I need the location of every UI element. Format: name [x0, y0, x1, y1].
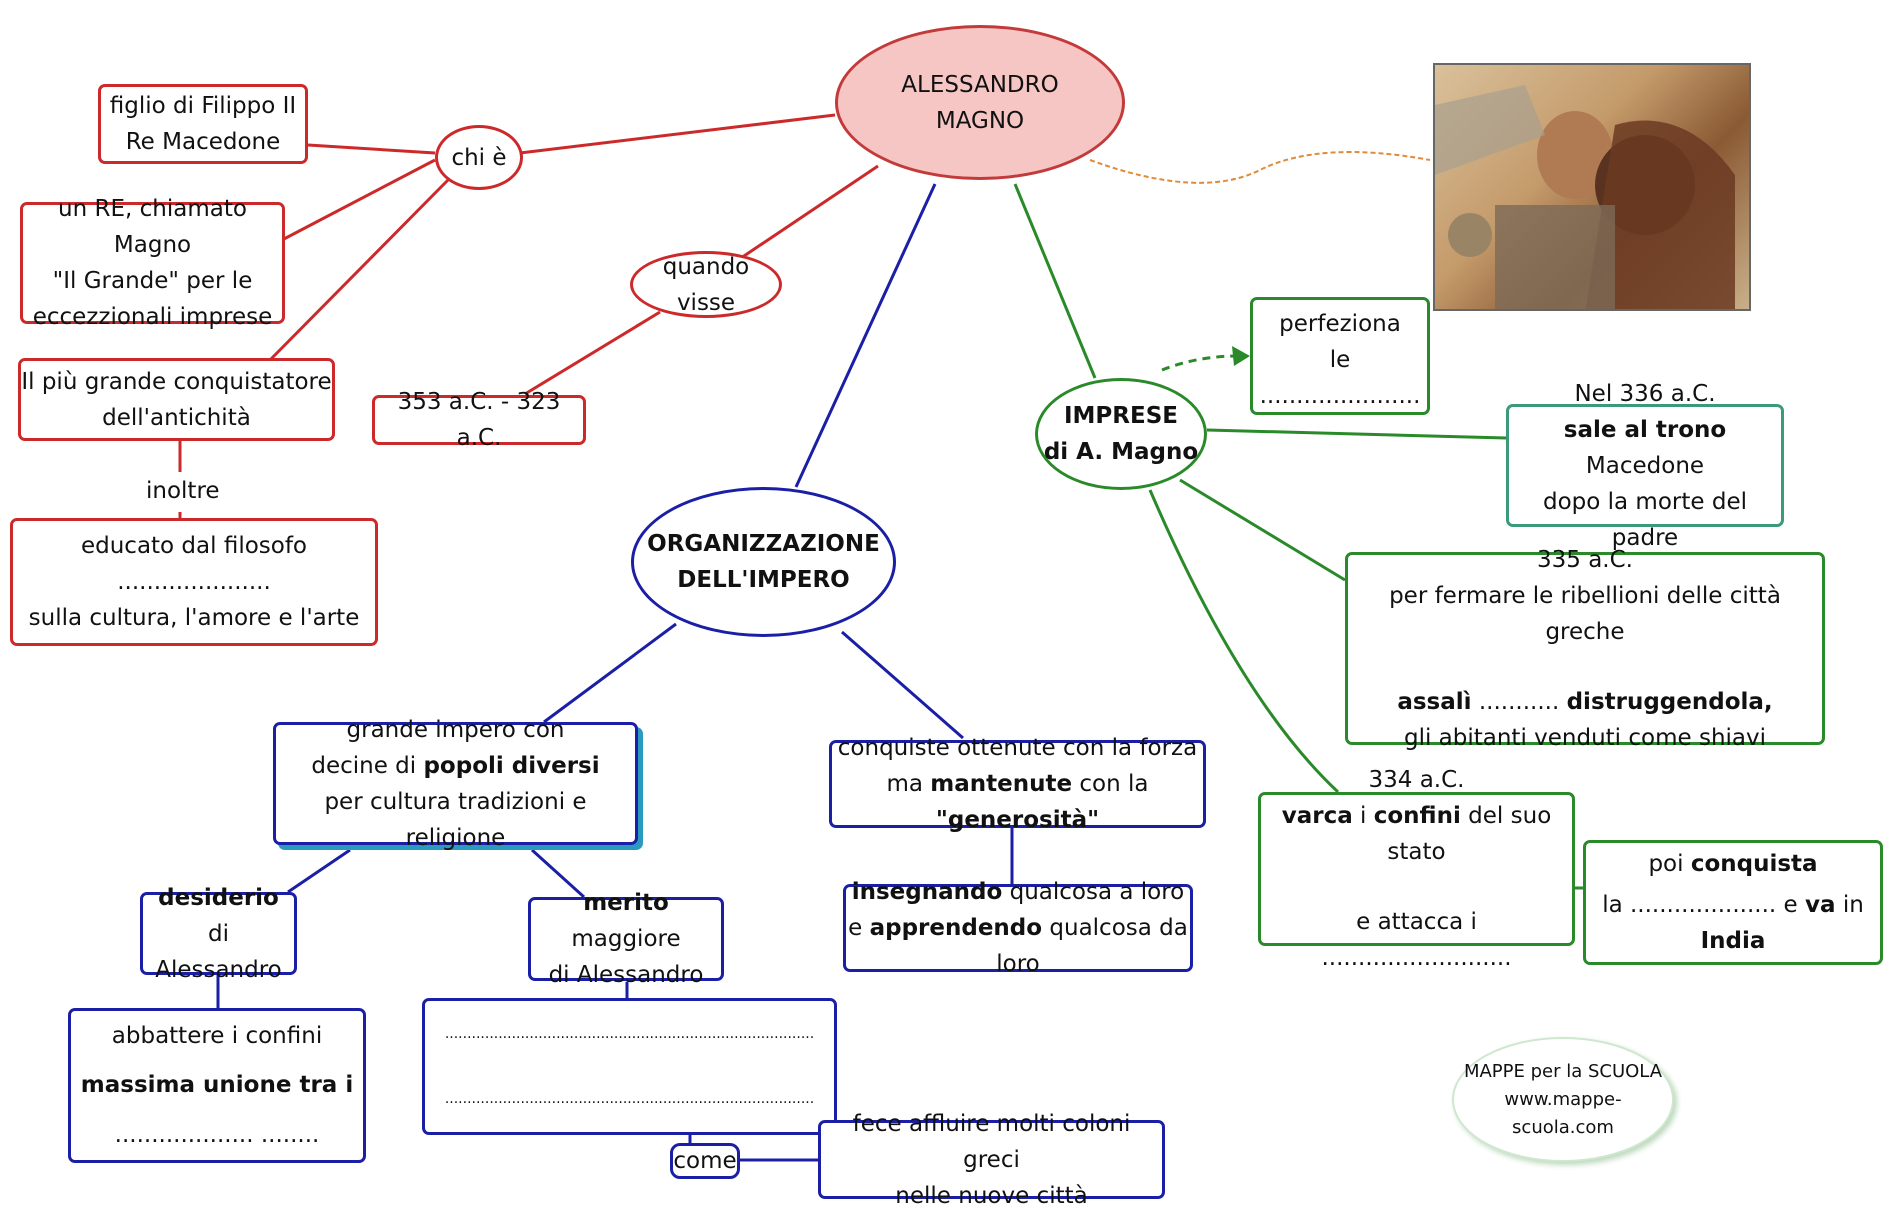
- conqueror-line2: dell'antichità: [102, 404, 251, 431]
- king-line3: eccezzionali imprese: [32, 304, 273, 330]
- footer-line2: www.mappe-scuola.com: [1504, 1088, 1622, 1138]
- organization-node[interactable]: ORGANIZZAZIONE DELL'IMPERO: [631, 487, 896, 637]
- who-node[interactable]: chi è: [435, 125, 523, 190]
- feats-node[interactable]: IMPRESE di A. Magno: [1035, 378, 1207, 490]
- year335-line3: assalì ........... distruggendola,: [1397, 688, 1773, 715]
- educated-line1: educato dal filosofo ...................…: [80, 533, 308, 595]
- organization-title-line2: DELL'IMPERO: [677, 567, 850, 593]
- empire-line3: per cultura tradizioni e religione: [324, 788, 587, 851]
- year334-line1: 334 a.C.: [1368, 767, 1465, 793]
- year335-line1: 335 a.C.: [1537, 546, 1633, 573]
- king-line1: un RE, chiamato Magno: [58, 196, 247, 258]
- desire-line1: desiderio: [158, 884, 279, 911]
- perfects-box[interactable]: perfeziona le ......................: [1250, 297, 1430, 415]
- father-box[interactable]: figlio di Filippo II Re Macedone: [98, 84, 308, 164]
- empire-box[interactable]: grande impero con decine di popoli diver…: [273, 717, 638, 851]
- center-title-line1: ALESSANDRO: [901, 71, 1059, 98]
- how-node[interactable]: come: [670, 1143, 740, 1179]
- year334-box[interactable]: 334 a.C. varca i confini del suo stato e…: [1258, 767, 1575, 971]
- teaching-line2: e apprendendo qualcosa da loro: [848, 915, 1188, 977]
- educated-line2: sulla cultura, l'amore e l'arte: [28, 605, 360, 631]
- year336-box[interactable]: Nel 336 a.C. sale al trono Macedone dopo…: [1506, 381, 1784, 551]
- year335-line4: gli abitanti venduti come shiavi: [1403, 724, 1767, 751]
- year336-line2: sale al trono Macedone: [1563, 416, 1727, 479]
- father-line2: Re Macedone: [125, 129, 281, 155]
- year336-line1: Nel 336 a.C.: [1574, 380, 1716, 407]
- dotted-answer-box[interactable]: ........................................…: [422, 998, 837, 1135]
- who-label: chi è: [451, 144, 507, 171]
- when-node[interactable]: quando visse: [630, 251, 782, 318]
- colonists-box[interactable]: fece affluire molti coloni greci nelle n…: [818, 1111, 1165, 1209]
- colonists-line2: nelle nuove città: [895, 1182, 1088, 1209]
- desire-line2: di Alessandro: [155, 920, 282, 983]
- footer-badge[interactable]: MAPPE per la SCUOLA www.mappe-scuola.com: [1452, 1037, 1674, 1162]
- king-box[interactable]: un RE, chiamato Magno "Il Grande" per le…: [20, 196, 285, 330]
- conquests-line2: ma mantenute con la "generosità": [886, 771, 1149, 833]
- year334-line2: varca i confini del suo stato: [1281, 803, 1552, 865]
- feats-title-line1: IMPRESE: [1063, 403, 1178, 429]
- dotted-line2: ........................................…: [444, 1091, 815, 1108]
- conqueror-line1: Il più grande conquistatore: [21, 368, 332, 395]
- then-line2: la .................... e va in India: [1602, 892, 1864, 955]
- how-label: come: [673, 1148, 737, 1174]
- desire-box[interactable]: desiderio di Alessandro: [140, 885, 297, 983]
- empire-line2: decine di popoli diversi: [311, 752, 600, 779]
- when-label: quando visse: [662, 253, 750, 316]
- year334-line3: e attacca i ..........................: [1321, 909, 1512, 971]
- conquests-box[interactable]: conquiste ottenute con la forza ma mante…: [829, 735, 1206, 833]
- year335-box[interactable]: 335 a.C. per fermare le ribellioni delle…: [1345, 547, 1825, 751]
- break-borders-box[interactable]: abbattere i confini massima unione tra i…: [68, 1008, 366, 1163]
- footer-line1: MAPPE per la SCUOLA: [1463, 1060, 1663, 1082]
- mosaic-shapes: [1435, 85, 1735, 309]
- alexander-mosaic-image: [1433, 63, 1751, 311]
- dotted-line1: ........................................…: [444, 1025, 815, 1042]
- dates-text: 353 a.C. - 323 a.C.: [397, 389, 561, 451]
- break-line2: massima unione tra i: [80, 1072, 354, 1099]
- merit-box[interactable]: merito maggiore di Alessandro: [528, 890, 724, 988]
- conquests-line1: conquiste ottenute con la forza: [837, 735, 1198, 761]
- center-node[interactable]: ALESSANDRO MAGNO: [835, 25, 1125, 180]
- perfects-line1: perfeziona: [1279, 311, 1401, 337]
- teaching-line1: insegnando qualcosa a loro: [851, 879, 1185, 905]
- king-line2: "Il Grande" per le: [52, 268, 253, 294]
- break-line3: ................... ........: [114, 1122, 320, 1149]
- dates-box[interactable]: 353 a.C. - 323 a.C.: [372, 389, 586, 451]
- year336-line3: dopo la morte del padre: [1542, 488, 1747, 551]
- center-title-line2: MAGNO: [935, 107, 1025, 134]
- educated-box[interactable]: educato dal filosofo ...................…: [10, 518, 378, 646]
- father-line1: figlio di Filippo II: [109, 93, 297, 119]
- merit-line1: merito maggiore: [571, 890, 681, 952]
- conqueror-box[interactable]: Il più grande conquistatore dell'antichi…: [18, 358, 335, 441]
- teaching-box[interactable]: insegnando qualcosa a loro e apprendendo…: [843, 879, 1193, 977]
- merit-line2: di Alessandro: [548, 962, 704, 988]
- colonists-line1: fece affluire molti coloni greci: [852, 1110, 1131, 1173]
- empire-line1: grande impero con: [346, 716, 565, 743]
- then-box[interactable]: poi conquista la .................... e …: [1583, 840, 1883, 965]
- feats-title-line2: di A. Magno: [1043, 439, 1199, 465]
- year335-line2: per fermare le ribellioni delle città gr…: [1389, 582, 1781, 645]
- then-line1: poi conquista: [1648, 850, 1818, 877]
- perfects-line2: le ......................: [1259, 347, 1421, 409]
- organization-title-line1: ORGANIZZAZIONE: [647, 531, 880, 557]
- also-label: inoltre: [142, 478, 224, 504]
- break-line1: abbattere i confini: [111, 1022, 323, 1049]
